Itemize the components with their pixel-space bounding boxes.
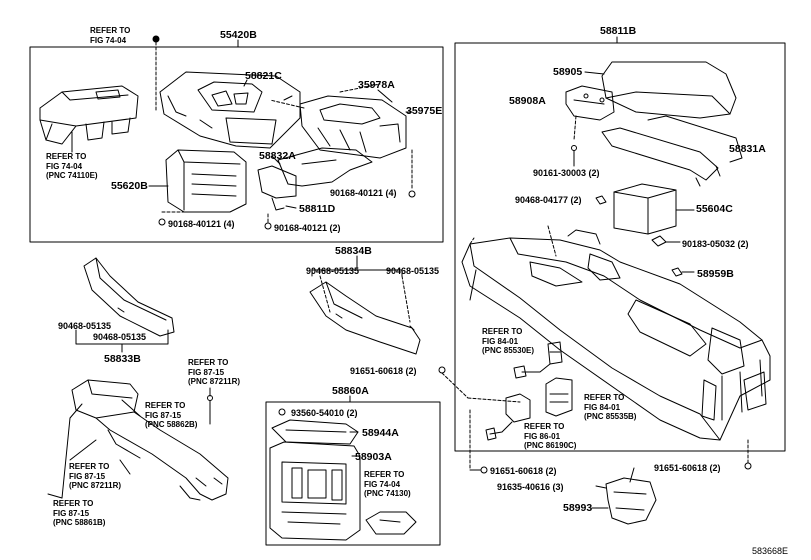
part-shape-module-86190C: [485, 393, 531, 441]
fastener-label-91635-40616[interactable]: 91635-40616 (3): [497, 482, 564, 492]
part-label-55420B[interactable]: 55420B: [220, 29, 257, 41]
part-shape-58833B: [83, 257, 175, 337]
fastener-label-91651-60618-a[interactable]: 91651-60618 (2): [350, 366, 417, 376]
fastener-label-90168-40121-a[interactable]: 90168-40121 (4): [330, 188, 397, 198]
reference-fig-87-15-58861B[interactable]: REFER TO FIG 87-15 (PNC 58861B): [53, 499, 106, 527]
part-label-58832A[interactable]: 58832A: [259, 150, 296, 162]
part-shape-74130: [365, 511, 417, 535]
fastener-label-91651-60618-b[interactable]: 91651-60618 (2): [490, 466, 557, 476]
part-label-35975E[interactable]: 35975E: [406, 105, 443, 117]
part-label-55604C[interactable]: 55604C: [696, 203, 733, 215]
reference-fig-86-01-86190C[interactable]: REFER TO FIG 86-01 (PNC 86190C): [524, 422, 577, 450]
part-label-58811B[interactable]: 58811B: [600, 25, 637, 37]
part-shape-console-body: [461, 229, 771, 441]
fastener-label-90168-40121-b[interactable]: 90168-40121 (4): [168, 219, 235, 229]
drawing-number: 583668E: [752, 546, 789, 556]
part-label-55620B[interactable]: 55620B: [111, 180, 148, 192]
part-label-58944A[interactable]: 58944A: [362, 427, 399, 439]
fastener-label-90468-05135-a[interactable]: 90468-05135: [306, 266, 360, 276]
part-shape-58832A: [277, 147, 373, 187]
reference-fig-74-04-74130[interactable]: REFER TO FIG 74-04 (PNC 74130): [364, 470, 411, 498]
reference-fig-74-04-top[interactable]: REFER TO FIG 74-04: [90, 26, 131, 45]
part-shape-left-box: [39, 85, 139, 145]
fastener-label-90468-04177[interactable]: 90468-04177 (2): [515, 195, 582, 205]
part-label-58831A[interactable]: 58831A: [729, 143, 766, 155]
part-label-35978A[interactable]: 35978A: [358, 79, 395, 91]
fastener-label-90168-40121-c[interactable]: 90168-40121 (2): [274, 223, 341, 233]
part-label-58811D[interactable]: 58811D: [299, 203, 336, 215]
part-shape-switch-85535B: [545, 377, 573, 417]
group-box-55420B: [29, 46, 444, 243]
part-shape-58832A-cap: [257, 165, 297, 199]
group-box-58811B: [454, 42, 786, 452]
part-shape-58821C: [159, 71, 301, 149]
part-shape-58993: [605, 467, 657, 525]
fastener-label-91651-60618-c[interactable]: 91651-60618 (2): [654, 463, 721, 473]
fastener-label-90468-05135-d[interactable]: 90468-05135: [93, 332, 147, 342]
part-shape-35978A: [299, 95, 407, 159]
reference-fig-87-15-87211R-a[interactable]: REFER TO FIG 87-15 (PNC 87211R): [188, 358, 241, 386]
group-box-58860A: [265, 401, 441, 546]
part-shape-rear-tray: [71, 379, 229, 501]
part-label-58834B[interactable]: 58834B: [335, 245, 372, 257]
part-shape-58959B: [671, 267, 683, 277]
part-shape-58944A: [271, 419, 359, 445]
reference-fig-84-01-85530E[interactable]: REFER TO FIG 84-01 (PNC 85530E): [482, 327, 535, 355]
reference-fig-87-15-58862B[interactable]: REFER TO FIG 87-15 (PNC 58862B): [145, 401, 198, 429]
part-shape-90183: [651, 235, 667, 247]
part-shape-58831A: [601, 115, 743, 187]
fastener-label-90468-05135-b[interactable]: 90468-05135: [386, 266, 440, 276]
part-label-58993[interactable]: 58993: [563, 502, 593, 514]
fastener-label-90468-05135-c[interactable]: 90468-05135: [58, 321, 112, 331]
part-label-58833B[interactable]: 58833B: [104, 353, 141, 365]
part-label-58860A[interactable]: 58860A: [332, 385, 369, 397]
reference-fig-84-01-85535B[interactable]: REFER TO FIG 84-01 (PNC 85535B): [584, 393, 637, 421]
part-shape-58905: [601, 61, 737, 119]
part-shape-58908A: [565, 85, 615, 121]
fastener-label-90183-05032[interactable]: 90183-05032 (2): [682, 239, 749, 249]
reference-fig-74-04-74110E[interactable]: REFER TO FIG 74-04 (PNC 74110E): [46, 152, 98, 180]
part-label-58959B[interactable]: 58959B: [697, 268, 734, 280]
part-label-58908A[interactable]: 58908A: [509, 95, 546, 107]
part-label-58903A[interactable]: 58903A: [355, 451, 392, 463]
part-shape-58834B: [309, 281, 421, 355]
part-label-58821C[interactable]: 58821C: [245, 70, 282, 82]
fastener-label-90161-30003[interactable]: 90161-30003 (2): [533, 168, 600, 178]
part-shape-58903A: [269, 441, 361, 541]
part-label-58905[interactable]: 58905: [553, 66, 583, 78]
part-shape-58811D: [271, 197, 285, 211]
fastener-label-93560-54010[interactable]: 93560-54010 (2): [291, 408, 358, 418]
part-shape-socket-85530E: [513, 341, 563, 379]
part-shape-55620B: [165, 149, 247, 213]
reference-fig-87-15-87211R-b[interactable]: REFER TO FIG 87-15 (PNC 87211R): [69, 462, 122, 490]
part-shape-55604C: [613, 183, 677, 235]
